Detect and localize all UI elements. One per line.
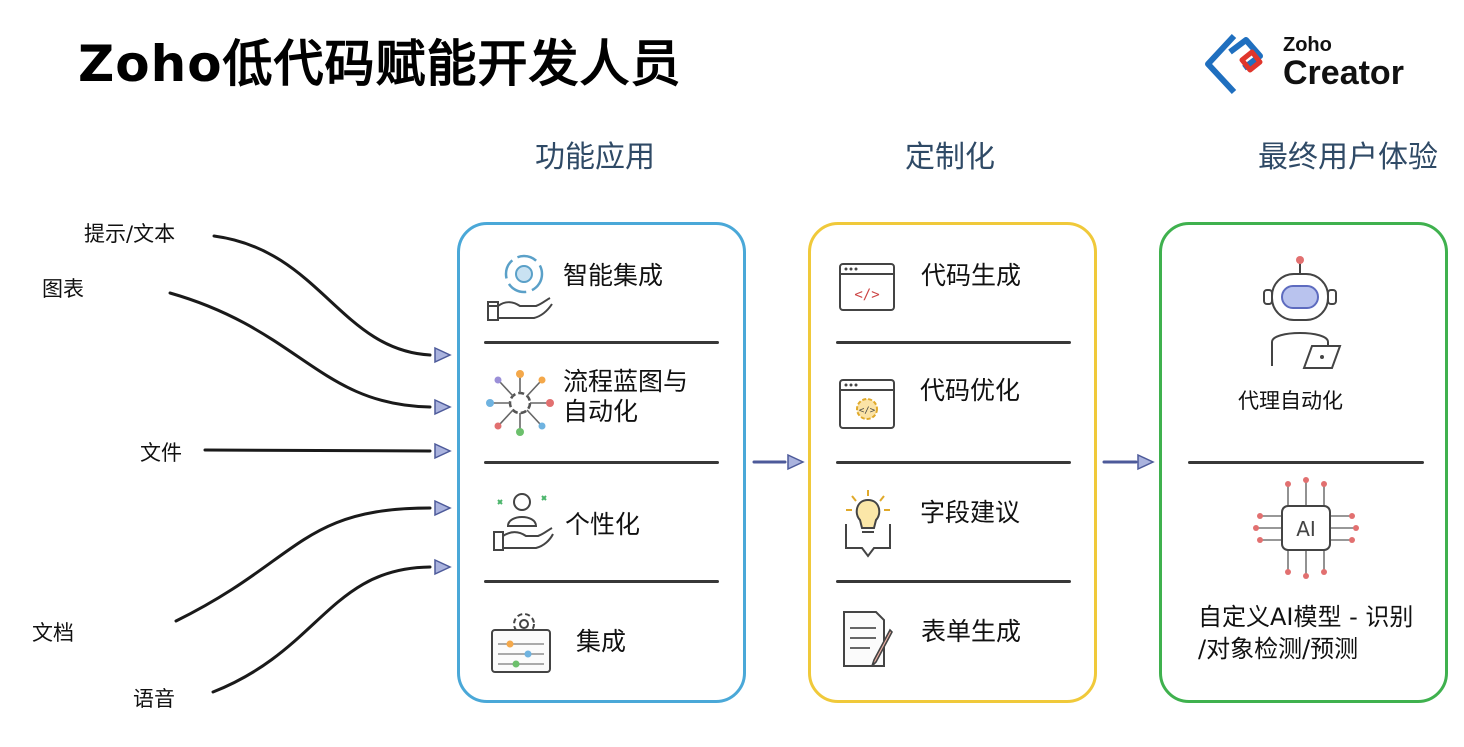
code-window-icon: </> xyxy=(839,263,895,311)
form-document-icon xyxy=(843,611,893,667)
divider xyxy=(484,580,719,583)
logo-text-creator: Creator xyxy=(1283,54,1404,92)
connector-prompt-text xyxy=(212,234,432,357)
item-label-integration: 集成 xyxy=(576,627,627,656)
user-hand-icon xyxy=(493,493,554,551)
logo-text-zoho: Zoho xyxy=(1283,34,1332,56)
arrowhead xyxy=(434,398,452,416)
ai-chip-icon: AI xyxy=(1253,477,1359,579)
input-label-document: 文档 xyxy=(32,621,74,645)
input-label-file: 文件 xyxy=(140,441,182,465)
item-label-blueprint-line1: 流程蓝图与 xyxy=(563,367,689,396)
divider xyxy=(484,341,719,344)
item-label-custom-ai-line2: /对象检测/预测 xyxy=(1198,635,1359,663)
settings-panel-icon xyxy=(491,613,551,673)
gear-hand-icon xyxy=(487,254,553,321)
input-label-voice: 语音 xyxy=(133,687,175,711)
svg-text:</>: </> xyxy=(859,406,876,416)
workflow-hub-icon xyxy=(486,370,554,436)
customization-box xyxy=(808,222,1097,703)
functional-apps-box xyxy=(457,222,746,703)
lightbulb-icon xyxy=(845,490,891,558)
item-label-form-generation: 表单生成 xyxy=(921,617,1022,646)
divider xyxy=(836,461,1071,464)
input-label-chart: 图表 xyxy=(42,277,84,301)
item-label-blueprint-line2: 自动化 xyxy=(563,397,639,426)
arrowhead xyxy=(434,558,452,576)
zoho-logo-mark-icon xyxy=(1205,33,1263,95)
connector-chart xyxy=(168,291,432,409)
code-gear-window-icon: </> xyxy=(839,379,895,429)
connector-file xyxy=(203,448,432,453)
page-title: Zoho低代码赋能开发人员 xyxy=(78,35,682,93)
divider xyxy=(836,341,1071,344)
ai-chip-label: AI xyxy=(1296,517,1316,541)
robot-icon xyxy=(1263,256,1342,369)
item-label-custom-ai-line1: 自定义AI模型 - 识别 xyxy=(1198,603,1414,631)
item-label-agent-automation: 代理自动化 xyxy=(1238,389,1343,413)
arrowhead xyxy=(434,442,452,460)
arrowhead xyxy=(787,453,805,471)
column-heading-functional-apps: 功能应用 xyxy=(535,140,655,175)
end-user-experience-box xyxy=(1159,222,1448,703)
divider xyxy=(1188,461,1424,464)
arrowhead xyxy=(434,499,452,517)
connector-document xyxy=(174,506,432,623)
arrowhead xyxy=(1137,453,1155,471)
divider xyxy=(484,461,719,464)
item-label-code-optimization: 代码优化 xyxy=(920,376,1021,405)
column-heading-end-user-experience: 最终用户体验 xyxy=(1258,140,1438,175)
connector-voice xyxy=(211,565,432,694)
divider xyxy=(836,580,1071,583)
input-label-prompt-text: 提示/文本 xyxy=(84,222,176,246)
item-label-personalization: 个性化 xyxy=(565,510,641,539)
item-label-code-generation: 代码生成 xyxy=(921,261,1022,290)
svg-text:</>: </> xyxy=(854,287,879,303)
arrowhead xyxy=(434,346,452,364)
column-heading-customization: 定制化 xyxy=(905,140,995,175)
item-label-field-suggestion: 字段建议 xyxy=(920,498,1021,527)
item-label-smart-integration: 智能集成 xyxy=(563,261,664,290)
